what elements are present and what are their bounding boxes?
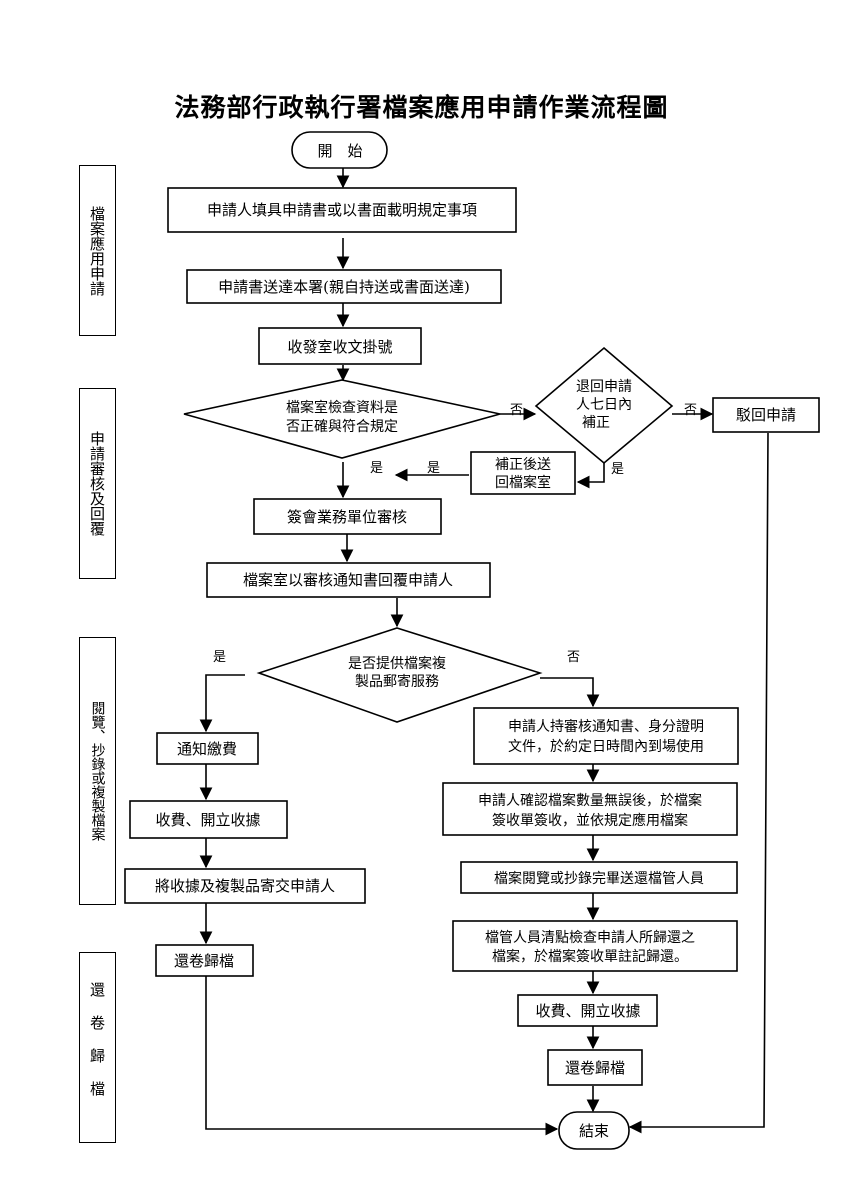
start-label: 開 始 (317, 142, 362, 160)
visit-label-1: 申請人持審核通知書、身分證明 (508, 718, 704, 735)
edge-label-yes-resend: 是 (427, 461, 440, 476)
archive-right-box (547, 1049, 643, 1086)
confirm-label-1: 申請人確認檔案數量無誤後，於檔案 (478, 792, 702, 809)
return-files-box (460, 861, 738, 894)
section-application: 檔案應用申請 (79, 165, 116, 336)
reject-box (712, 397, 820, 433)
archive-right-label: 還卷歸檔 (565, 1059, 625, 1077)
check-label-1: 檔案室檢查資料是 (286, 399, 398, 416)
fill-form-label: 申請人填具申請書或以書面載明規定事項 (207, 201, 477, 219)
fill-form-box (167, 187, 517, 233)
inspect-box (452, 920, 738, 972)
notify-fee-box (156, 732, 259, 765)
end-terminal (558, 1111, 630, 1150)
section-label: 申請審核及回覆 (88, 431, 106, 536)
return-files-label: 檔案閱覽或抄錄完畢送還檔管人員 (494, 870, 704, 887)
return-fix-label-2: 人七日內 (576, 397, 632, 413)
confirm-box (442, 782, 738, 836)
countersign-box (253, 498, 442, 535)
resend-label-1: 補正後送 (495, 457, 551, 473)
notify-fee-label: 通知繳費 (177, 740, 237, 758)
section-review: 申請審核及回覆 (79, 388, 116, 579)
countersign-label: 簽會業務單位審核 (287, 508, 407, 526)
start-terminal (291, 131, 388, 169)
archive-left-box (155, 944, 254, 977)
return-fix-label-1: 退回申請 (576, 379, 632, 395)
deliver-box (186, 269, 502, 304)
send-copy-label: 將收據及複製品寄交申請人 (155, 877, 335, 895)
edge-label-no-fix: 否 (684, 403, 697, 418)
mail-label-2: 製品郵寄服務 (355, 673, 439, 690)
fee-left-box (129, 800, 288, 839)
check-decision (183, 379, 501, 459)
resend-box (470, 451, 576, 495)
page-title: 法務部行政執行署檔案應用申請作業流程圖 (174, 93, 669, 122)
mail-label-1: 是否提供檔案複 (348, 655, 446, 672)
connectors (199, 168, 769, 1136)
edge-label-yes-check: 是 (370, 461, 383, 476)
mail-decision (256, 627, 543, 723)
reply-label: 檔案室以審核通知書回覆申請人 (243, 571, 453, 589)
reject-label: 駁回申請 (736, 406, 796, 424)
section-label: 檔案應用申請 (88, 205, 106, 296)
edge-label-no-mail: 否 (567, 650, 580, 665)
section-archive: 還卷歸檔 (79, 952, 116, 1143)
edge-label-yes-fix: 是 (611, 462, 624, 477)
archive-left-label: 還卷歸檔 (174, 952, 234, 970)
register-label: 收發室收文掛號 (287, 338, 392, 356)
confirm-label-2: 簽收單簽收，並依規定應用檔案 (492, 812, 688, 829)
reply-box (206, 562, 491, 598)
section-label: 閱覽、抄錄或複製檔案 (89, 701, 106, 841)
inspect-label-2: 檔案，於檔案簽收單註記歸還。 (492, 948, 688, 965)
resend-label-2: 回檔案室 (495, 474, 551, 491)
return-fix-label-3: 補正 (582, 415, 610, 431)
deliver-label: 申請書送達本署(親自持送或書面送達) (218, 278, 470, 296)
fee-left-label: 收費、開立收據 (155, 811, 260, 829)
send-copy-box (124, 868, 366, 904)
section-label: 還卷歸檔 (88, 981, 106, 1114)
visit-box (473, 707, 739, 765)
end-label: 結束 (579, 1122, 609, 1140)
fee-right-label: 收費、開立收據 (535, 1002, 640, 1020)
fee-right-box (517, 994, 658, 1027)
visit-label-2: 文件，於約定日時間內到場使用 (508, 738, 704, 755)
edge-label-no-check: 否 (510, 403, 523, 418)
inspect-label-1: 檔管人員清點檢查申請人所歸還之 (485, 929, 695, 946)
edge-label-yes-mail: 是 (213, 650, 226, 665)
section-access: 閱覽、抄錄或複製檔案 (79, 637, 116, 905)
return-fix-decision (534, 346, 674, 465)
register-box (258, 327, 422, 365)
check-label-2: 否正確與符合規定 (286, 419, 398, 435)
